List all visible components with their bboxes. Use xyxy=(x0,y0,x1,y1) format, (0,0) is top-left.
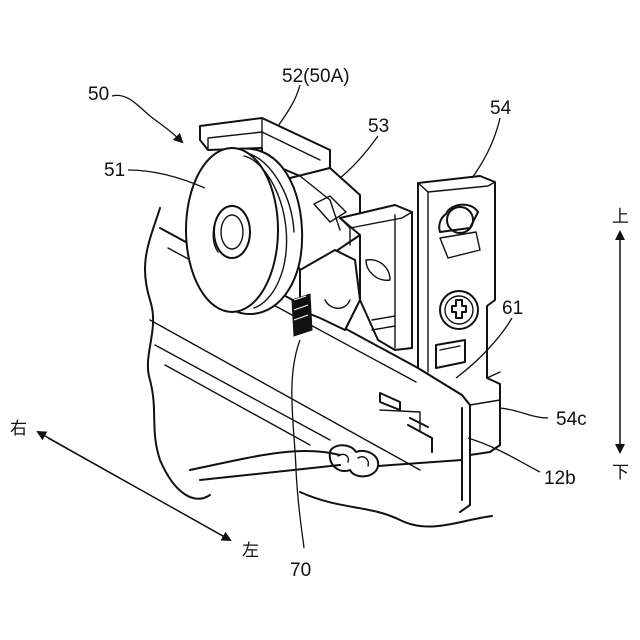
label-12b: 12b xyxy=(544,468,576,489)
label-61: 61 xyxy=(502,298,523,319)
label-left: 左 xyxy=(242,541,259,561)
wheel-51 xyxy=(186,148,302,314)
label-51: 51 xyxy=(104,160,125,181)
leader-54c xyxy=(500,408,548,418)
leader-53 xyxy=(340,136,378,178)
label-53: 53 xyxy=(368,116,389,137)
part-70 xyxy=(292,294,312,336)
label-50: 50 xyxy=(88,84,109,105)
bracket-54 xyxy=(418,176,500,455)
leader-50 xyxy=(112,95,182,142)
label-54: 54 xyxy=(490,98,512,119)
label-54c: 54c xyxy=(556,409,587,430)
label-right: 右 xyxy=(10,419,27,439)
label-52: 52(50A) xyxy=(282,66,350,87)
leader-52 xyxy=(278,85,300,126)
leader-70 xyxy=(292,340,304,548)
label-down: 下 xyxy=(612,463,629,483)
leader-54 xyxy=(472,118,500,178)
label-70: 70 xyxy=(290,560,311,581)
right-arrow xyxy=(38,432,230,540)
label-up: 上 xyxy=(612,207,629,227)
